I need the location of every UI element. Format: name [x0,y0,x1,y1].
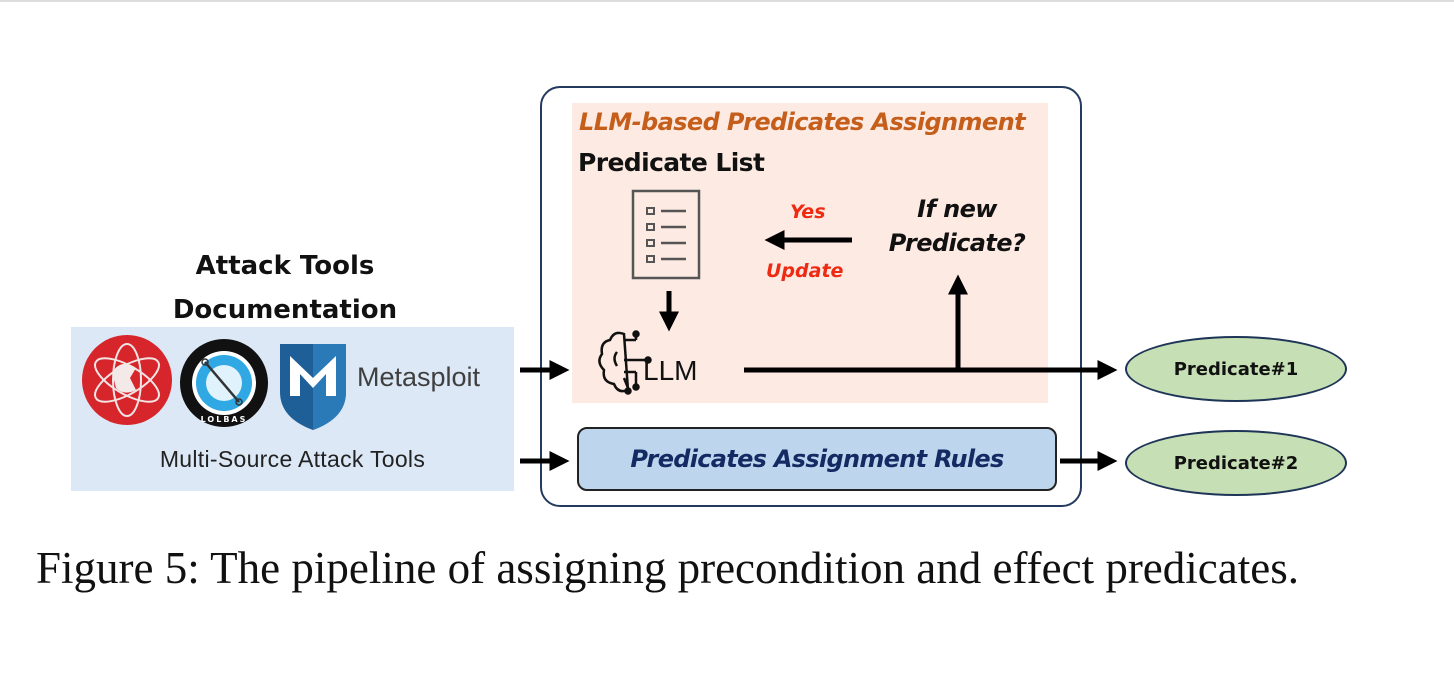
figure-caption: Figure 5: The pipeline of assigning prec… [36,543,1299,593]
update-label: Update [766,260,844,282]
top-border [0,0,1454,2]
predicate-1-node: Predicate#1 [1125,336,1347,402]
checklist-icon [631,189,701,280]
predicate-2-node: Predicate#2 [1125,430,1347,496]
red-atom-icon [82,335,172,425]
pipeline-container [540,86,1082,507]
if-new-predicate-label: If new Predicate? [872,192,1042,260]
lolbas-icon: LOLBAS [180,339,268,427]
llm-assignment-panel [572,103,1048,403]
if-new-line2: Predicate? [888,229,1026,257]
llm-assignment-title: LLM-based Predicates Assignment [579,108,1026,136]
metasploit-label: Metasploit [357,362,481,392]
metasploit-shield-icon [280,344,346,430]
brain-circuit-icon [598,330,652,395]
if-new-line1: If new [917,195,997,223]
attack-tools-title-line1: Attack Tools [195,251,375,281]
predicates-assignment-rules: Predicates Assignment Rules [577,427,1057,491]
multi-source-caption: Multi-Source Attack Tools [159,446,426,472]
attack-tools-title-line2: Documentation [172,295,398,325]
yes-label: Yes [790,201,826,223]
predicate-list-label: Predicate List [578,148,765,177]
attack-tools-title: Attack Tools Documentation [150,244,420,332]
svg-text:LOLBAS: LOLBAS [201,415,248,424]
llm-label: LLM [643,355,698,386]
